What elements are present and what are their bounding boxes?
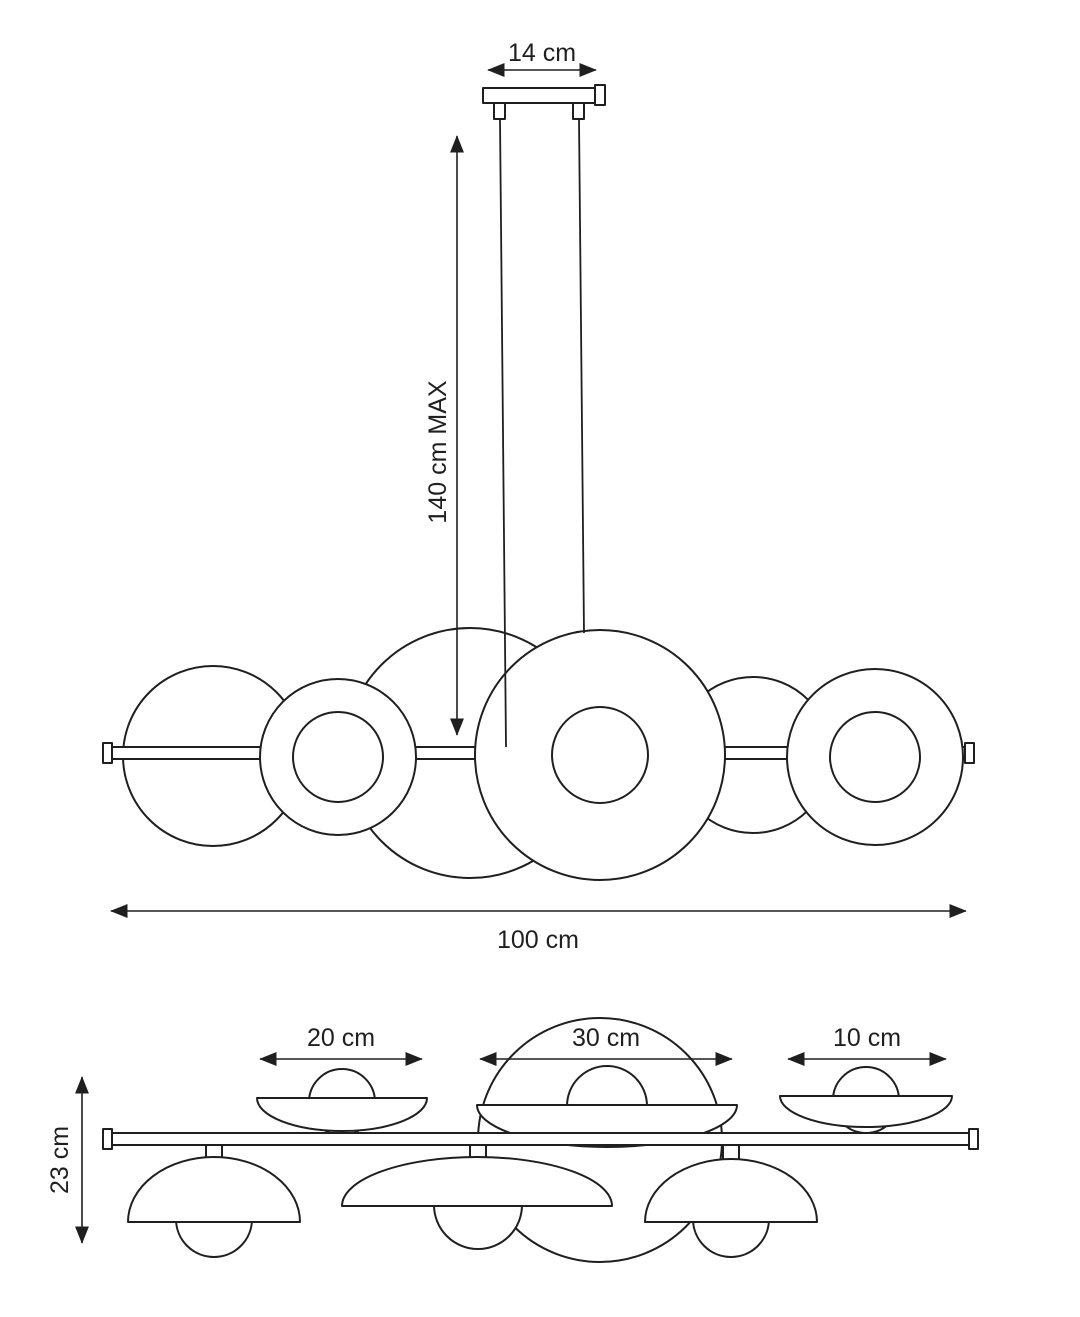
cable-right bbox=[578, 118, 585, 634]
dim-label-large-shade: 30 cm bbox=[572, 1024, 640, 1052]
drawing-root: 14 cm bbox=[46, 39, 979, 1263]
shade-bottom-center bbox=[341, 1156, 613, 1207]
dim-max-drop: 140 cm MAX bbox=[424, 135, 465, 736]
dim-label-canopy-width: 14 cm bbox=[508, 39, 576, 67]
dim-large-shade: 30 cm bbox=[479, 1024, 733, 1067]
disc-left-donut-hole bbox=[292, 711, 384, 803]
canopy-plate bbox=[482, 87, 602, 104]
dim-canopy-width: 14 cm bbox=[487, 39, 597, 78]
lower-shades bbox=[127, 1156, 818, 1223]
shade-top-medium bbox=[256, 1097, 428, 1132]
bar-front-cap-left bbox=[102, 742, 113, 764]
front-view: 14 cm bbox=[102, 39, 975, 954]
dim-small-shade: 10 cm bbox=[787, 1024, 947, 1067]
dim-label-small-shade: 10 cm bbox=[833, 1024, 901, 1052]
suspension-cables bbox=[499, 118, 585, 748]
dim-medium-shade: 20 cm bbox=[259, 1024, 423, 1067]
canopy-hanger-right bbox=[572, 102, 585, 120]
shade-bottom-right bbox=[644, 1158, 818, 1223]
bar-front-cap-right bbox=[964, 742, 975, 764]
shade-top-small bbox=[779, 1095, 953, 1128]
dim-fixture-height: 23 cm bbox=[46, 1076, 90, 1244]
cable-left bbox=[499, 118, 507, 748]
disc-left-donut bbox=[259, 678, 417, 836]
bar-plan bbox=[106, 1132, 975, 1146]
bar-plan-cap-right bbox=[968, 1128, 979, 1150]
plan-view: 20 cm 30 cm 10 cm 23 cm bbox=[46, 1017, 979, 1263]
ceiling-canopy bbox=[482, 84, 606, 120]
dim-label-total-width: 100 cm bbox=[497, 926, 579, 954]
dim-label-fixture-height: 23 cm bbox=[46, 1126, 74, 1194]
canopy-hanger-left bbox=[493, 102, 506, 120]
disc-center-donut bbox=[474, 629, 726, 881]
disc-right-donut-hole bbox=[829, 711, 921, 803]
lamp-front-assembly bbox=[102, 627, 975, 881]
shade-bottom-left bbox=[127, 1156, 301, 1223]
disc-right-donut bbox=[786, 668, 964, 846]
dim-label-medium-shade: 20 cm bbox=[307, 1024, 375, 1052]
disc-center-donut-hole bbox=[551, 706, 649, 804]
dim-total-width: 100 cm bbox=[110, 903, 967, 954]
canopy-end-cap bbox=[594, 84, 606, 106]
dim-label-max-drop: 140 cm MAX bbox=[424, 380, 452, 523]
bar-plan-cap-left bbox=[102, 1128, 113, 1150]
support-bar-plan bbox=[102, 1128, 979, 1150]
